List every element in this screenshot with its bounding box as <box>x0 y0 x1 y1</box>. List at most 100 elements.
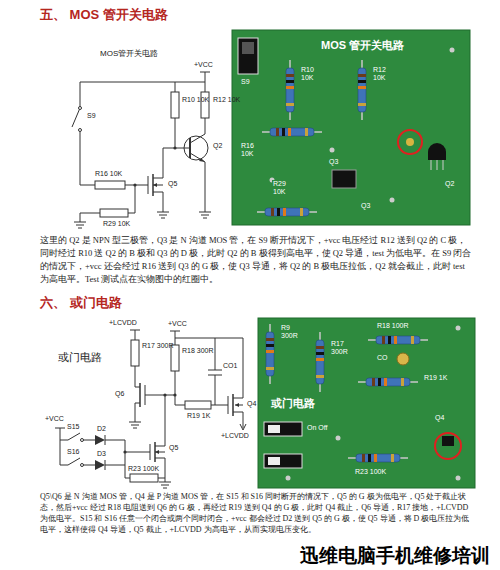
resistor-symbol <box>95 92 209 217</box>
resistor-symbol <box>130 474 158 482</box>
board-photo <box>435 433 461 459</box>
circuit-wire <box>60 433 125 445</box>
circuit-wire <box>55 330 246 488</box>
resistor-symbol <box>185 401 211 409</box>
circuit-wire <box>211 405 228 406</box>
component-label: Q4 <box>246 400 257 407</box>
circuit-wire <box>125 440 150 478</box>
component-label: S9 <box>86 112 97 119</box>
junction-dot <box>79 107 206 188</box>
board-photo <box>442 436 454 446</box>
circuit-wire <box>80 130 148 185</box>
paragraph: 这里的 Q2 是 NPN 型三极管，Q3 是 N 沟道 MOS 管，在 S9 断… <box>40 234 472 286</box>
circuit-wire <box>189 138 191 158</box>
diode-symbol <box>81 439 84 442</box>
component-label: Q5 <box>167 180 178 187</box>
component-label: R12 10K <box>212 96 230 103</box>
component-label: D2 <box>96 425 107 432</box>
board-photo <box>242 42 254 54</box>
diode-symbol <box>95 460 105 470</box>
circuit-wire <box>72 72 211 228</box>
board-label: CO <box>376 354 389 362</box>
resistor-symbol <box>131 340 139 366</box>
junction-dot <box>173 146 176 149</box>
circuit-wire <box>60 458 125 470</box>
board-photo <box>428 143 446 160</box>
circuit-wire <box>208 338 222 405</box>
resistor-symbol <box>130 340 211 482</box>
board-photo <box>232 30 470 225</box>
board-label: Q2 <box>444 180 455 188</box>
component-label: S15 <box>66 423 80 430</box>
circuit-wire <box>153 192 169 218</box>
resistor-symbol <box>95 181 125 189</box>
diode-symbol <box>235 403 239 407</box>
circuit-wire <box>150 444 151 460</box>
board-photo <box>336 436 341 441</box>
diode-symbol <box>155 450 159 454</box>
resistor-symbol <box>171 345 179 371</box>
board-photo <box>456 476 461 481</box>
circuit-wire <box>129 403 141 428</box>
junction-dot <box>153 183 157 187</box>
board-photo <box>264 422 302 436</box>
board-photo <box>258 318 475 488</box>
circuit-wire <box>190 153 205 212</box>
board-label: Q4 <box>434 414 445 422</box>
board-photo <box>431 160 443 170</box>
component-label: S16 <box>66 448 80 455</box>
photo-board: S9MOS 管开关电路R10 10KR12 10KR16 10KQ2Q3R29 … <box>232 30 470 225</box>
board-label: On Off <box>306 424 329 432</box>
junction-dot <box>199 158 205 162</box>
board-photo <box>358 378 418 386</box>
component-label: R23 100K <box>127 465 160 472</box>
component-label: +LCVDD <box>108 319 138 326</box>
component-label: CO1 <box>222 362 238 369</box>
board-photo <box>238 38 258 74</box>
board-label: R10 10K <box>300 66 318 81</box>
component-label: Q5 <box>168 444 179 451</box>
board-label: S9 <box>240 78 251 86</box>
watermark: 迅维电脑手机维修培训 <box>300 543 490 569</box>
circuit-title: MOS管开关电路 <box>100 48 158 59</box>
component-label: R16 10K <box>94 170 123 177</box>
board-label: R17 300R <box>330 340 352 355</box>
component-label: R10 10K <box>181 96 199 103</box>
board-photo <box>397 353 409 365</box>
board-label: R29 10K <box>272 180 290 195</box>
board-photo <box>257 208 317 216</box>
component-label: +VCC <box>193 61 214 68</box>
section-heading: 六、 或门电路 <box>40 294 122 312</box>
circuit-wire <box>80 72 210 82</box>
component-label: Q2 <box>212 142 223 149</box>
board-photo <box>286 476 291 481</box>
resistor-symbol <box>100 209 128 217</box>
board-photo <box>286 60 294 120</box>
diode-symbol <box>81 464 84 467</box>
board-label: 或门电路 <box>270 396 316 411</box>
board-photo <box>450 48 455 53</box>
circuit-title: 或门电路 <box>58 350 102 365</box>
circuit-wire <box>232 394 234 416</box>
board-photo <box>266 324 274 384</box>
board-photo <box>456 326 461 331</box>
board-photo <box>264 454 302 468</box>
component-label: Q6 <box>114 390 125 397</box>
board-photo <box>398 130 422 154</box>
diode-symbol <box>95 435 105 445</box>
board-photo <box>316 332 324 392</box>
board-photo <box>368 336 428 344</box>
board-photo <box>348 454 408 462</box>
photo-board: R9 300RR17 300RR18 100RCOR19 1K或门电路On Of… <box>258 318 475 488</box>
component-label: R29 10K <box>102 220 131 227</box>
circuit-wire <box>153 148 175 178</box>
board-photo <box>232 30 470 225</box>
junction-dot <box>133 183 136 186</box>
circuit-wire <box>170 331 185 405</box>
board-photo <box>268 425 280 433</box>
component-label: +VCC <box>167 320 188 327</box>
junction-dot <box>79 107 82 110</box>
board-label: Q3 <box>360 202 371 210</box>
board-label: R23 100K <box>354 468 387 476</box>
diode-symbol <box>123 450 126 453</box>
